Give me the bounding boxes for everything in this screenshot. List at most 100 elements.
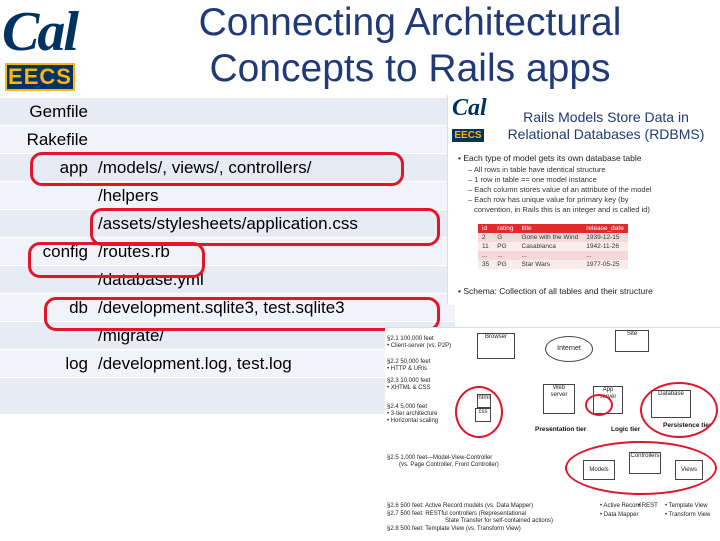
rdbms-sub-3: – Each column stores value of an attribu… <box>468 185 652 194</box>
arch-section-6: §2.6 500 feet: Active Record models (vs.… <box>387 503 534 509</box>
rdbms-title-line-1: Rails Models Store Data in <box>523 109 689 125</box>
cell: PG <box>493 242 518 251</box>
table-row: /migrate/ <box>0 321 455 350</box>
rdbms-movies-table: id rating title release_date 2 G Gone wi… <box>478 224 628 269</box>
rdbms-logo-cal: Cal <box>452 95 487 121</box>
cell: PG <box>493 260 518 269</box>
dir-key <box>0 377 98 414</box>
arch-section-3: §2.3 10,000 feet <box>387 378 431 384</box>
highlight-ring-db <box>44 297 440 331</box>
highlight-ring-database <box>640 382 718 438</box>
cell: G <box>493 233 518 242</box>
rdbms-sub-5: convention, in Rails this is an integer … <box>474 205 650 214</box>
dir-key <box>0 209 98 238</box>
legend-transform-view: • Transform View <box>665 512 711 518</box>
table-row: Rakefile <box>0 125 455 154</box>
table-row: /database.yml <box>0 265 455 294</box>
cell: Casablanca <box>517 242 583 251</box>
legend-data-mapper: • Data Mapper <box>600 512 639 518</box>
dir-value <box>98 97 455 126</box>
title-line-1: Connecting Architectural <box>198 1 622 44</box>
rdbms-slide-thumbnail: Cal EECS Rails Models Store Data in Rela… <box>447 95 720 305</box>
cell: Star Wars <box>517 260 583 269</box>
legend-active-record: • Active Record <box>600 503 641 509</box>
highlight-ring-app <box>30 152 404 186</box>
arch-section-1b: • Client-server (vs. P2P) <box>387 343 452 349</box>
highlight-ring-mvc <box>565 441 717 495</box>
dir-key <box>0 265 98 294</box>
arch-section-3b: • XHTML & CSS <box>387 385 431 391</box>
dir-key: app <box>0 153 98 182</box>
cell: Gone with the Wind <box>517 233 583 242</box>
browser-box: Browser <box>477 333 515 359</box>
arch-section-8: §2.8 500 feet: Template View (vs. Transf… <box>387 526 521 532</box>
rdbms-sub-1: – All rows in table have identical struc… <box>468 165 606 174</box>
cell: ... <box>493 251 518 260</box>
arch-section-4: §2.4 5,000 feet <box>387 404 428 410</box>
logic-tier-label: Logic tier <box>611 426 641 433</box>
rdbms-logo-eecs: EECS <box>452 129 484 142</box>
cell: ... <box>478 251 494 260</box>
rdbms-sub-4: – Each row has unique value for primary … <box>468 195 629 204</box>
table-row: 35 PG Star Wars 1977-05-25 <box>478 260 628 269</box>
cell: 2 <box>478 233 494 242</box>
arch-section-2: §2.2 50,000 feet <box>387 359 431 365</box>
cal-eecs-logo: Cal EECS <box>0 0 82 95</box>
arch-section-7: §2.7 500 feet: RESTful controllers (Repr… <box>387 511 527 517</box>
dir-value <box>98 125 455 154</box>
logo-eecs-text: EECS <box>5 63 75 91</box>
dir-key <box>0 321 98 350</box>
logo-cal-text: Cal <box>2 1 79 63</box>
table-row: 2 G Gone with the Wind 1939-12-15 <box>478 233 628 242</box>
cell: 35 <box>478 260 494 269</box>
highlight-ring-config <box>28 242 205 278</box>
arch-section-7b: State Transfer for self-contained action… <box>445 518 554 524</box>
dir-key <box>0 181 98 210</box>
web-server-box: Web server <box>543 384 575 414</box>
dir-value: /database.yml <box>98 265 455 294</box>
architecture-diagram-thumbnail: §2.1 100,000 feet • Client-server (vs. P… <box>385 327 720 541</box>
dir-value: /routes.rb <box>98 237 455 266</box>
dir-value: /assets/stylesheets/application.css <box>98 209 455 238</box>
arch-section-2b: • HTTP & URIs <box>387 366 427 372</box>
arch-section-4b: • 3-tier architecture <box>387 411 438 417</box>
table-row: ... ... ... ... <box>478 251 628 260</box>
dir-key: Rakefile <box>0 125 98 154</box>
cell: 11 <box>478 242 494 251</box>
site-box: Site <box>615 330 649 352</box>
dir-key: Gemfile <box>0 97 98 126</box>
col-header: release_date <box>582 224 628 233</box>
arch-section-4c: • Horizontal scaling <box>387 418 439 424</box>
cell: ... <box>582 251 628 260</box>
rdbms-title-line-2: Relational Databases (RDBMS) <box>507 126 705 142</box>
slide-title: Connecting Architectural Concepts to Rai… <box>140 0 680 92</box>
col-header: title <box>517 224 583 233</box>
dir-key: log <box>0 349 98 378</box>
presentation-tier-label: Presentation tier <box>535 426 587 433</box>
highlight-ring-assets <box>90 208 440 246</box>
table-row: /assets/stylesheets/application.css <box>0 209 455 238</box>
internet-cloud: Internet <box>545 336 593 362</box>
title-line-2: Concepts to Rails apps <box>209 47 611 90</box>
rdbms-logo: Cal EECS <box>452 95 487 143</box>
cell: 1977-05-25 <box>582 260 628 269</box>
rdbms-bullet-2: • Schema: Collection of all tables and t… <box>458 286 653 296</box>
rdbms-bullet-1: • Each type of model gets its own databa… <box>458 153 642 163</box>
legend-template-view: • Template View <box>665 503 708 509</box>
highlight-ring-html-css <box>455 386 503 438</box>
rdbms-sub-2: – 1 row in table == one model instance <box>468 175 597 184</box>
arch-section-5: §2.5 1,000 feet—Model-View-Controller <box>387 455 493 461</box>
table-row: Gemfile <box>0 97 455 126</box>
col-header: id <box>478 224 494 233</box>
arch-section-1: §2.1 100,000 feet <box>387 336 434 342</box>
highlight-ring-web-app <box>585 394 613 416</box>
table-row: id rating title release_date <box>478 224 628 233</box>
legend-rest: • REST <box>638 503 658 509</box>
arch-section-5b: (vs. Page Controller, Front Controller) <box>399 462 499 468</box>
rdbms-title: Rails Models Store Data in Relational Da… <box>496 109 716 143</box>
cell: 1942-11-26 <box>582 242 628 251</box>
cell: ... <box>517 251 583 260</box>
col-header: rating <box>493 224 518 233</box>
cell: 1939-12-15 <box>582 233 628 242</box>
table-row: 11 PG Casablanca 1942-11-26 <box>478 242 628 251</box>
